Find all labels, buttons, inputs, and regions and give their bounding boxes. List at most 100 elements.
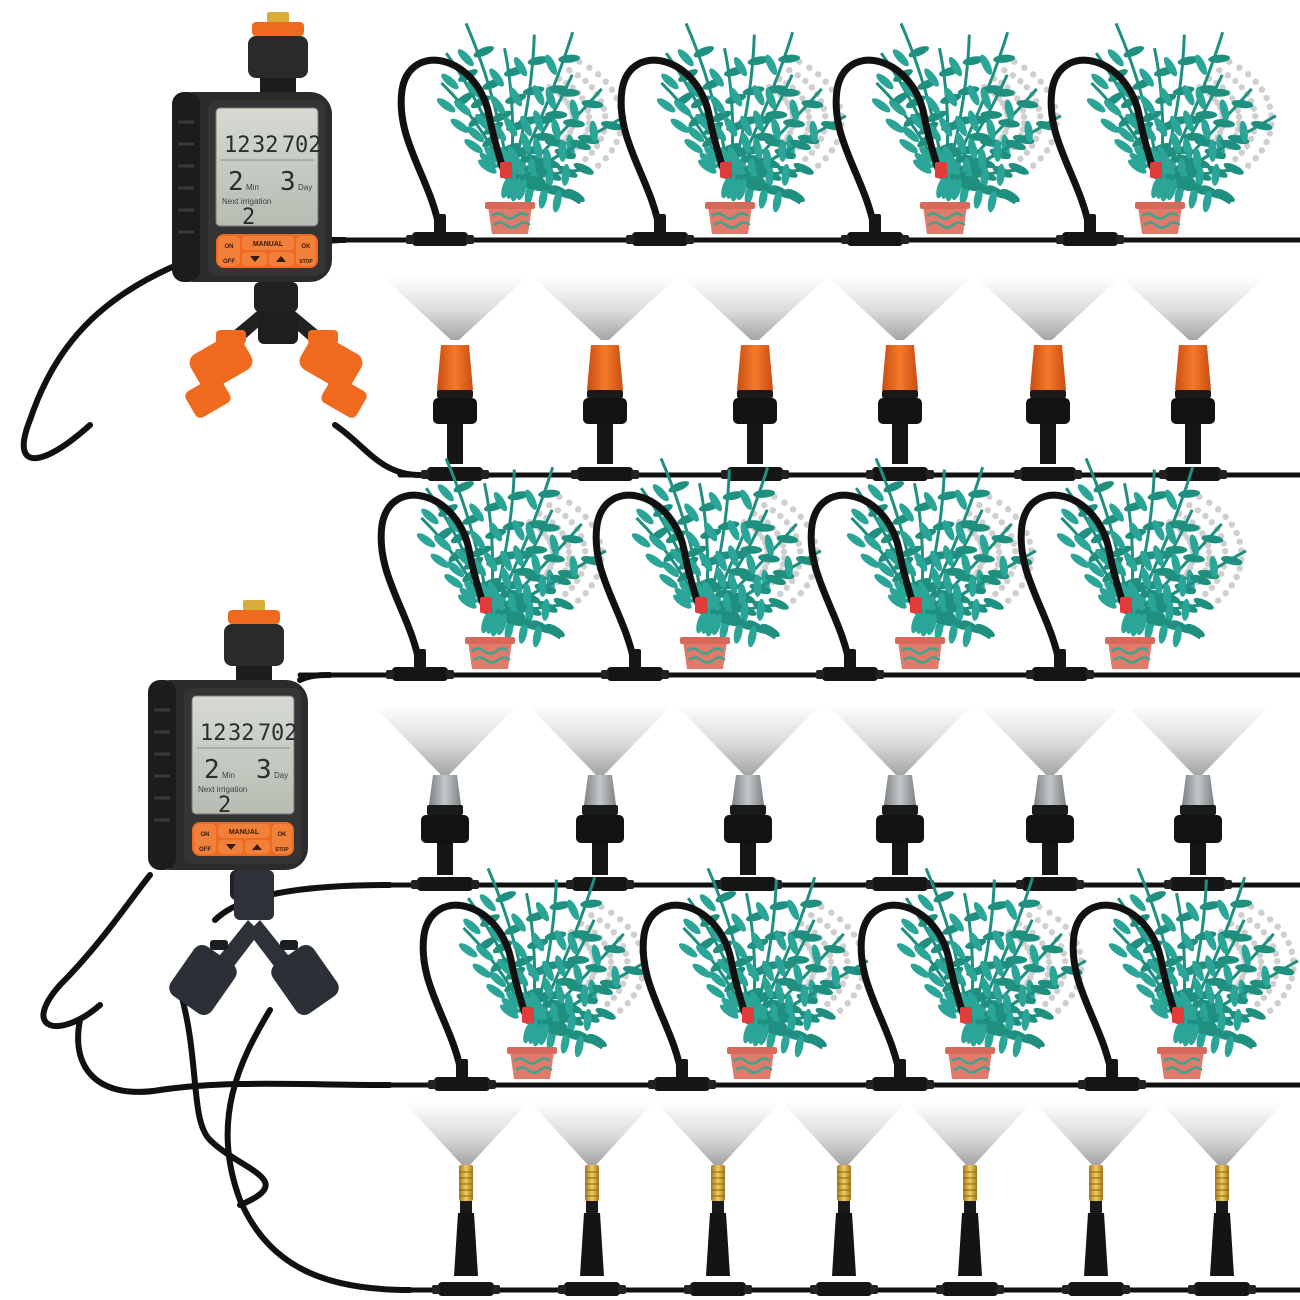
orange-nozzle-cap — [437, 345, 473, 390]
lcd-start-minute: 02 — [271, 721, 298, 746]
mist-dot — [827, 958, 835, 966]
grey-mist-nozzle-unit — [1126, 705, 1270, 891]
on-label: ON — [225, 244, 234, 250]
mist-dot — [1233, 529, 1240, 537]
mist-dot — [1054, 1007, 1062, 1014]
mist-dot — [844, 957, 851, 965]
plant-leaves — [1056, 457, 1247, 648]
mist-dot — [1234, 107, 1242, 114]
mist-dot — [1213, 577, 1221, 585]
mist-dot — [984, 507, 992, 514]
mist-dot — [1202, 590, 1209, 598]
drip-plant-unit — [419, 867, 649, 1091]
mist-dot — [850, 992, 858, 999]
manual-button[interactable]: MANUAL — [218, 824, 270, 838]
mist-dot — [1023, 149, 1031, 156]
mist-dot — [622, 950, 630, 957]
mist-dot — [777, 590, 784, 598]
spray-cone — [1034, 1102, 1158, 1165]
mist-dot — [1020, 113, 1028, 121]
mist-dot — [582, 547, 589, 555]
tee-connector — [411, 877, 479, 891]
mist-dot — [1204, 542, 1212, 549]
mist-dot — [1232, 155, 1239, 163]
grey-nozzle-cap — [584, 775, 616, 805]
mist-dot — [999, 99, 1006, 107]
mist-dot — [802, 77, 809, 85]
drip-hose — [592, 491, 704, 671]
mist-dot — [616, 916, 624, 923]
mist-dot — [1204, 561, 1212, 568]
mist-dot — [1265, 987, 1273, 995]
mist-dot — [1048, 929, 1056, 936]
on-off-button[interactable]: ON OFF — [218, 236, 240, 266]
plant-pot — [1135, 202, 1185, 234]
mist-dot — [613, 138, 620, 146]
mist-dot — [608, 909, 615, 916]
row-3-drip-plant — [377, 457, 1247, 681]
valve-lever[interactable] — [210, 940, 228, 950]
off-label: OFF — [223, 259, 235, 265]
up-arrow-button[interactable] — [269, 252, 294, 266]
mist-dot — [786, 66, 793, 74]
mist-dot — [1026, 974, 1034, 981]
down-arrow-button[interactable] — [218, 840, 243, 854]
mist-dot — [814, 71, 822, 78]
mist-dot — [602, 155, 609, 162]
grey-nozzle-cap — [429, 775, 461, 805]
plant-leaves — [678, 867, 869, 1058]
mist-dot — [786, 129, 794, 136]
stop-label: STOP — [275, 847, 289, 853]
tube — [212, 882, 393, 923]
off-label: OFF — [199, 847, 211, 853]
mist-dot — [814, 162, 822, 169]
spray-cone — [976, 277, 1120, 340]
mist-dot — [822, 155, 829, 162]
up-arrow-button[interactable] — [245, 840, 270, 854]
mist-dot — [1054, 916, 1062, 923]
tube — [224, 1007, 413, 1293]
mist-dot — [1062, 1000, 1069, 1007]
mist-dot — [855, 983, 862, 991]
mist-dot — [597, 135, 605, 142]
valve-lever[interactable] — [308, 330, 338, 344]
mist-dot — [607, 958, 615, 966]
plant-leaves — [1086, 22, 1277, 213]
grey-nozzle-cap — [1182, 775, 1214, 805]
grey-nozzle-cap — [732, 775, 764, 805]
row-6-brass-mist-nozzle — [404, 1102, 1284, 1296]
drip-hose — [377, 491, 489, 671]
valve-lever[interactable] — [280, 940, 298, 950]
mist-dot — [976, 501, 983, 509]
down-arrow-button[interactable] — [242, 252, 267, 266]
mist-dot — [1044, 952, 1052, 959]
mist-dot — [604, 922, 611, 930]
mist-dot — [1012, 547, 1019, 555]
mist-dot — [1258, 909, 1265, 916]
mist-dot — [835, 987, 843, 995]
brass-inlet — [267, 12, 289, 24]
mist-dot — [1222, 547, 1229, 555]
brass-mist-nozzle-unit — [1034, 1102, 1158, 1296]
plant-leaves — [436, 22, 627, 213]
red-dripper — [500, 162, 512, 178]
down-arrow-icon — [250, 256, 260, 262]
valve-lever[interactable] — [216, 330, 246, 344]
spray-cone — [828, 705, 972, 775]
mist-dot — [989, 530, 996, 537]
mist-dot — [789, 597, 797, 604]
brass-nozzle — [837, 1165, 851, 1201]
plant-pot — [680, 637, 730, 669]
lcd-next-value: 2 — [218, 793, 231, 818]
manual-button[interactable]: MANUAL — [242, 236, 294, 250]
brass-mist-nozzle-unit — [530, 1102, 654, 1296]
spray-cone — [373, 705, 517, 775]
spray-cone — [683, 277, 827, 340]
drip-plant-unit — [397, 22, 627, 246]
mist-dot — [1252, 155, 1259, 162]
